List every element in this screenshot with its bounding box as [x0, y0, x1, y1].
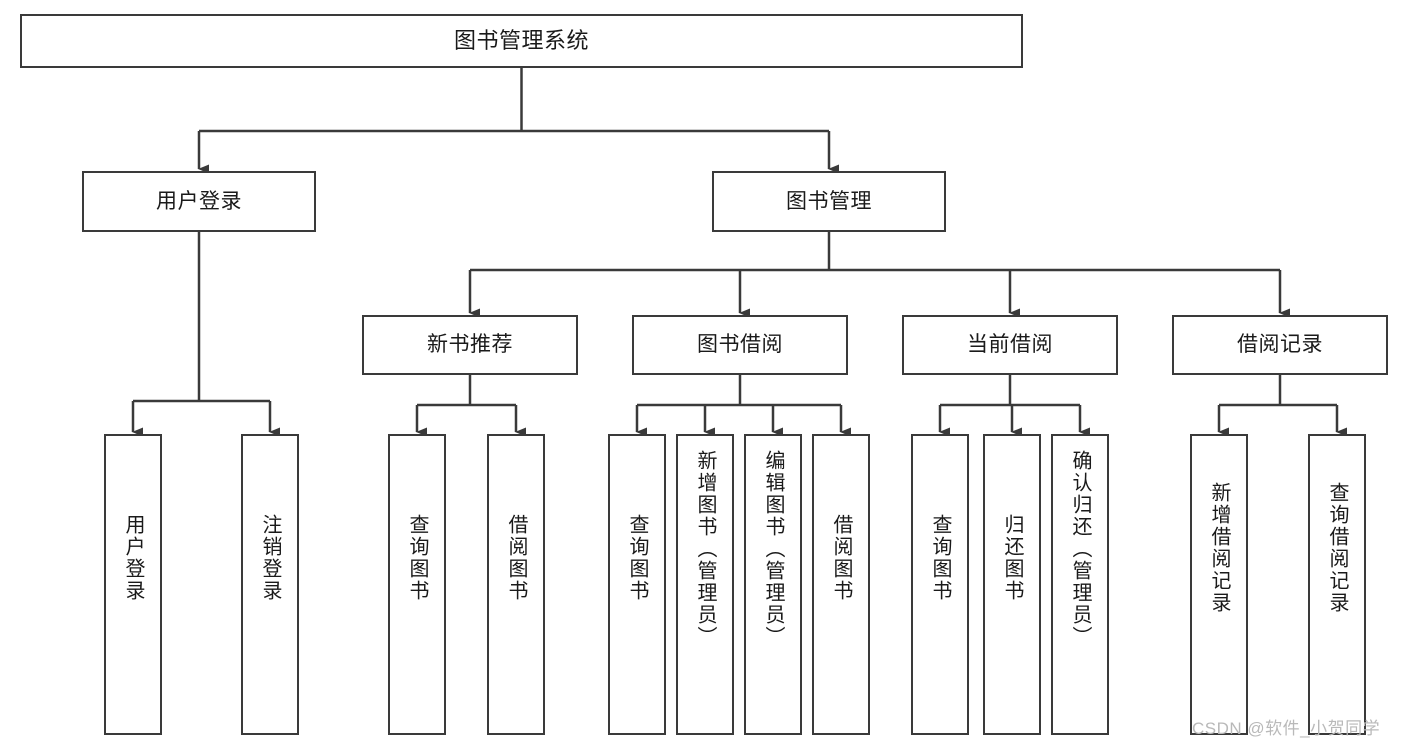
edges-borrow-record-to-leaves [1217, 375, 1347, 437]
node-root-label: 图书管理系统 [453, 27, 589, 53]
node-leaf-confirm-return-label: 确认归还（管理员） [1069, 450, 1091, 648]
node-leaf-borrow-book-2-label: 借阅图书 [830, 514, 852, 602]
node-leaf-user-login[interactable]: 用户登录 [104, 434, 162, 735]
node-root[interactable]: 图书管理系统 [20, 14, 1023, 68]
edges-user-login-to-leaves [131, 232, 280, 437]
node-current-borrow[interactable]: 当前借阅 [902, 315, 1118, 375]
node-leaf-query-book-2[interactable]: 查询图书 [608, 434, 666, 735]
node-leaf-query-book-2-label: 查询图书 [626, 514, 648, 602]
node-leaf-borrow-book-2[interactable]: 借阅图书 [812, 434, 870, 735]
node-current-borrow-label: 当前借阅 [967, 333, 1053, 357]
node-leaf-add-borrow-record-label: 新增借阅记录 [1208, 482, 1230, 614]
node-book-management[interactable]: 图书管理 [712, 171, 946, 232]
node-user-login-label: 用户登录 [156, 189, 242, 213]
node-leaf-user-logout-label: 注销登录 [259, 514, 281, 602]
node-leaf-borrow-book-1-label: 借阅图书 [505, 514, 527, 602]
node-leaf-query-book-3-label: 查询图书 [929, 514, 951, 602]
node-leaf-return-book[interactable]: 归还图书 [983, 434, 1041, 735]
node-book-borrow[interactable]: 图书借阅 [632, 315, 848, 375]
node-leaf-query-book-3[interactable]: 查询图书 [911, 434, 969, 735]
edges-book-borrow-to-leaves [635, 375, 851, 437]
node-new-book-recommend-label: 新书推荐 [427, 333, 513, 357]
node-leaf-query-book-1[interactable]: 查询图书 [388, 434, 446, 735]
node-new-book-recommend[interactable]: 新书推荐 [362, 315, 578, 375]
node-book-management-label: 图书管理 [786, 189, 872, 213]
node-leaf-borrow-book-1[interactable]: 借阅图书 [487, 434, 545, 735]
node-leaf-return-book-label: 归还图书 [1001, 514, 1023, 602]
edges-new-book-recommend-to-leaves [415, 375, 526, 437]
node-leaf-user-login-label: 用户登录 [122, 514, 144, 602]
node-leaf-add-borrow-record[interactable]: 新增借阅记录 [1190, 434, 1248, 735]
node-user-login[interactable]: 用户登录 [82, 171, 316, 232]
edges-current-borrow-to-leaves [938, 375, 1090, 437]
node-borrow-record-label: 借阅记录 [1237, 333, 1323, 357]
node-leaf-query-book-1-label: 查询图书 [406, 514, 428, 602]
edges-book-management-to-level3 [468, 232, 1290, 318]
node-leaf-add-book[interactable]: 新增图书（管理员） [676, 434, 734, 735]
node-leaf-query-borrow-record-label: 查询借阅记录 [1326, 482, 1348, 614]
node-borrow-record[interactable]: 借阅记录 [1172, 315, 1388, 375]
node-book-borrow-label: 图书借阅 [697, 333, 783, 357]
node-leaf-edit-book-label: 编辑图书（管理员） [762, 450, 784, 648]
node-leaf-user-logout[interactable]: 注销登录 [241, 434, 299, 735]
node-leaf-edit-book[interactable]: 编辑图书（管理员） [744, 434, 802, 735]
node-leaf-add-book-label: 新增图书（管理员） [694, 450, 716, 648]
edges-root-to-level2 [197, 68, 839, 174]
node-leaf-query-borrow-record[interactable]: 查询借阅记录 [1308, 434, 1366, 735]
node-leaf-confirm-return[interactable]: 确认归还（管理员） [1051, 434, 1109, 735]
